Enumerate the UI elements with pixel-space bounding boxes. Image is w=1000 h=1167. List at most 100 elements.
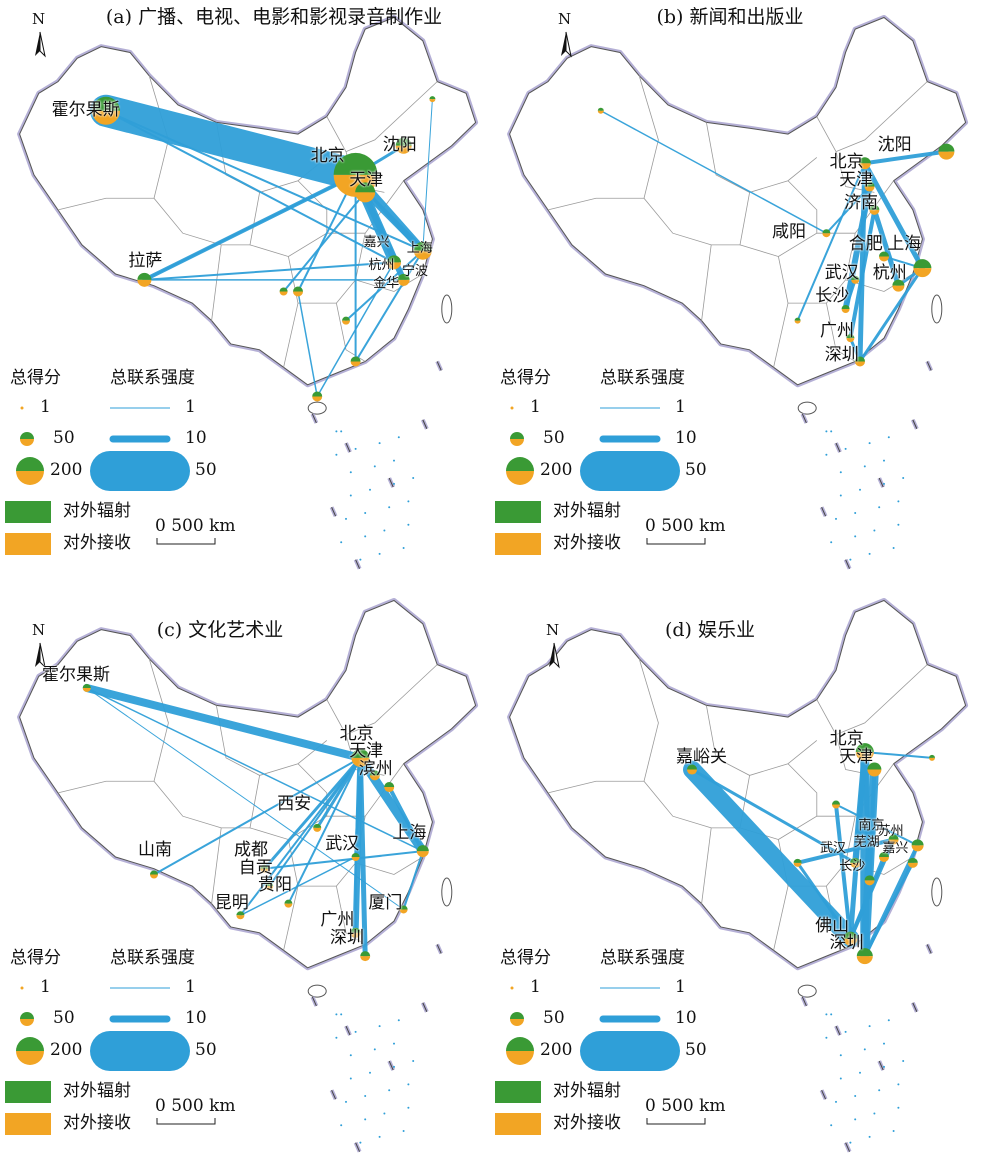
island-dot	[868, 1135, 871, 1138]
city-node-receive	[279, 291, 288, 296]
legend-link-level: 1	[675, 977, 686, 997]
province-border	[326, 664, 438, 736]
city-node-radiate	[360, 951, 371, 957]
city-label: 天津	[349, 741, 384, 762]
island-dot	[349, 1077, 352, 1080]
taiwan-island	[931, 877, 943, 907]
island-dot	[873, 1112, 876, 1115]
connection-line	[796, 861, 852, 941]
connection-line	[287, 756, 362, 905]
city-node-receive	[284, 903, 293, 908]
province-border	[788, 233, 856, 304]
city-node-radiate	[864, 181, 875, 187]
island-dot	[883, 1065, 885, 1068]
north-arrow-label: N	[32, 621, 46, 639]
island-dot	[825, 1036, 828, 1039]
city-node-receive	[82, 687, 91, 692]
country-outline	[509, 16, 967, 386]
legend-dot-50-receive	[510, 439, 524, 446]
legend-link-50	[90, 1031, 190, 1071]
island-dot	[839, 471, 842, 474]
island-dot	[340, 541, 343, 544]
nine-dash-line	[422, 1002, 428, 1012]
nine-dash-line	[845, 559, 851, 569]
island-dot	[859, 1071, 861, 1074]
city-node-radiate	[92, 96, 121, 111]
city-node-radiate	[416, 845, 429, 852]
nine-dash-line	[845, 1142, 851, 1152]
city-node-radiate	[284, 899, 293, 904]
legend-dot-1	[20, 406, 24, 410]
legend-dot-1	[510, 986, 514, 990]
nine-dash-line	[355, 1142, 361, 1152]
city-label: 天津	[839, 746, 874, 767]
connection-line	[143, 173, 357, 281]
country-outline	[509, 599, 967, 969]
island-dot	[393, 1042, 395, 1045]
island-dot	[407, 523, 410, 526]
island-dot	[383, 529, 386, 532]
connection-line	[402, 850, 424, 911]
city-label: 嘉峪关	[676, 746, 727, 767]
taiwan-island	[441, 877, 453, 907]
city-node-radiate	[350, 927, 361, 933]
connection-line	[847, 749, 868, 942]
city-label: 山南	[138, 840, 172, 861]
city-node-radiate	[846, 334, 855, 339]
province-border	[816, 81, 928, 153]
city-node-radiate	[864, 875, 875, 881]
legend-score-title: 总得分	[10, 368, 61, 388]
connection-line	[239, 856, 357, 917]
city-node-radiate	[312, 391, 323, 397]
city-node-receive	[855, 361, 865, 367]
city-node-receive	[355, 192, 376, 203]
island-dot	[378, 552, 381, 555]
legend-dot-50-radiate	[20, 1012, 34, 1019]
island-dot	[868, 1025, 871, 1028]
legend-dot-200-radiate	[16, 1037, 44, 1051]
panel-title: (b) 新闻和出版业	[656, 6, 804, 28]
north-arrow-label: N	[32, 10, 46, 28]
nine-dash-line	[835, 442, 841, 453]
city-label: 天津	[349, 169, 384, 190]
city-node-radiate	[832, 800, 840, 805]
connection-line	[345, 249, 424, 322]
connection-line	[862, 160, 925, 271]
province-border	[297, 763, 328, 817]
scale-label: 0 500 km	[155, 1096, 236, 1116]
city-node-radiate	[907, 857, 918, 863]
nine-dash-line	[311, 996, 317, 1007]
province-border	[336, 886, 366, 945]
island-dot	[830, 1124, 833, 1127]
city-node-receive	[794, 320, 801, 324]
island-dot	[369, 1071, 371, 1074]
island-dot	[383, 1112, 386, 1115]
city-node-radiate	[395, 137, 412, 146]
city-node-radiate	[351, 748, 370, 758]
city-node-receive	[687, 769, 697, 775]
city-node-radiate	[856, 948, 873, 957]
connection-line	[848, 855, 886, 941]
province-border	[298, 233, 366, 304]
island-dot	[393, 459, 395, 462]
legend-swatch-receive	[5, 1113, 51, 1135]
connection-line	[262, 756, 362, 871]
connection-line	[143, 261, 395, 281]
island-dot	[849, 558, 852, 561]
island-dot	[407, 1106, 410, 1109]
north-arrow-icon	[35, 32, 40, 56]
province-border	[739, 244, 789, 368]
island-dot	[388, 506, 391, 509]
island-dot	[369, 488, 371, 491]
city-node-receive	[832, 804, 840, 809]
connection-line	[316, 261, 395, 398]
city-node-radiate	[867, 762, 882, 770]
legend-dot-50-receive	[510, 1019, 524, 1026]
nine-dash-line	[835, 1025, 841, 1036]
island-dot	[883, 482, 885, 485]
connection-line	[282, 191, 367, 293]
nine-dash-line	[878, 477, 884, 488]
legend-receive-label: 对外接收	[553, 533, 621, 553]
legend-swatch-receive	[5, 533, 51, 555]
province-border	[57, 197, 154, 211]
